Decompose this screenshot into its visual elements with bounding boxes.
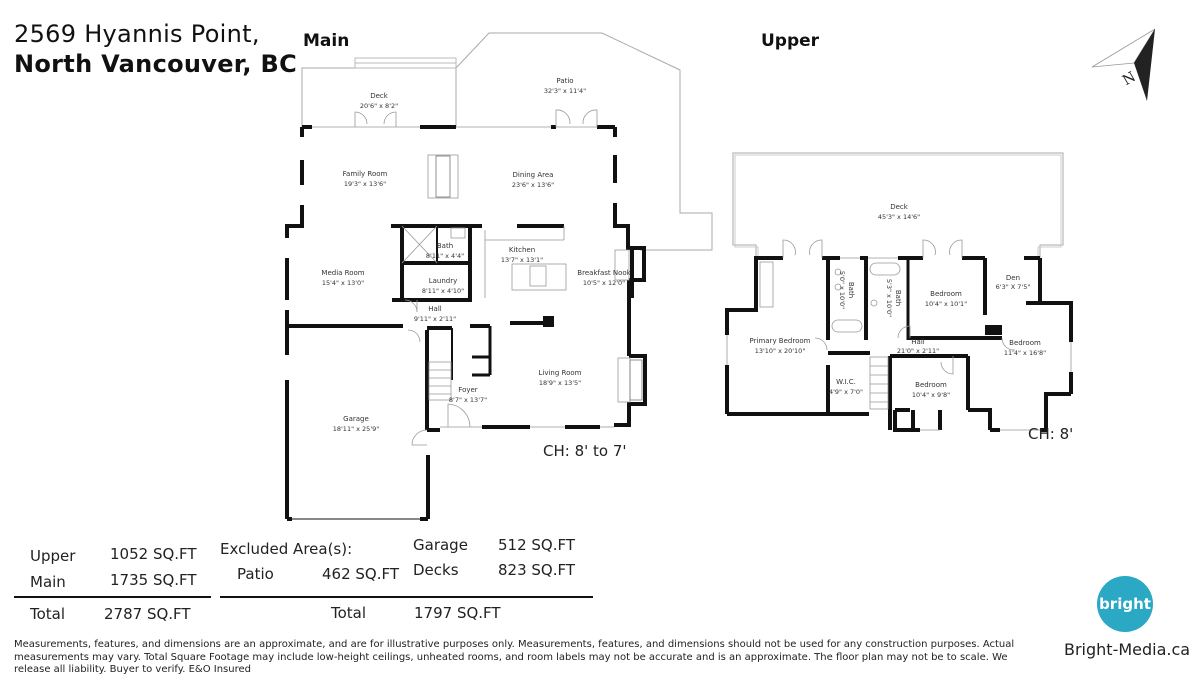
room-dim: 8'11" x 4'4"	[426, 252, 464, 260]
room-dim: 8'7" x 13'7"	[449, 396, 487, 404]
room-name: Bedroom	[915, 381, 947, 389]
main-floor-label: Main	[303, 31, 350, 51]
finished-value-main: 1735 SQ.FT	[110, 571, 197, 589]
brand-url: Bright-Media.ca	[1064, 640, 1191, 659]
excluded-label-patio: Patio	[237, 565, 274, 583]
upper-ceiling-height: CH: 8'	[1028, 425, 1074, 443]
upper-room-labels: Deck 45'3" x 14'6" Bath 5'0" x 10'0" Bat…	[750, 203, 1047, 399]
room-name: Garage	[343, 415, 369, 423]
room-dim: 18'11" x 25'9"	[333, 425, 379, 433]
brand-logo: bright	[1097, 576, 1153, 632]
room-dim: 20'6" x 8'2"	[360, 102, 398, 110]
excluded-heading: Excluded Area(s):	[220, 540, 353, 558]
divider	[220, 596, 593, 598]
finished-value-upper: 1052 SQ.FT	[110, 545, 197, 563]
brand-logo-text: bright	[1099, 595, 1151, 613]
room-name: Patio	[556, 77, 573, 85]
room-dim: 4'9" x 7'0"	[829, 388, 863, 396]
excluded-value-patio: 462 SQ.FT	[322, 565, 400, 583]
room-dim: 13'7" x 13'1"	[501, 256, 543, 264]
excluded-label-decks: Decks	[413, 561, 459, 579]
room-dim: 5'0" x 10'0"	[838, 271, 846, 309]
room-dim: 18'9" x 13'5"	[539, 379, 581, 387]
room-name: Hall	[911, 338, 924, 346]
compass-label: N	[1120, 69, 1139, 89]
excluded-value-decks: 823 SQ.FT	[498, 561, 576, 579]
room-name: Bath	[894, 290, 902, 306]
main-room-labels: Deck 20'6" x 8'2" Patio 32'3" x 11'4" Fa…	[321, 77, 631, 433]
main-floor-fixtures	[292, 109, 643, 520]
room-name: Bedroom	[930, 290, 962, 298]
room-dim: 45'3" x 14'6"	[878, 213, 920, 221]
room-dim: 6'3" X 7'5"	[996, 283, 1031, 291]
disclaimer-text: Measurements, features, and dimensions a…	[14, 639, 1015, 675]
room-name: Den	[1006, 274, 1020, 282]
room-name: Media Room	[321, 269, 364, 277]
north-arrow-icon: N	[1091, 28, 1156, 101]
excluded-value-garage: 512 SQ.FT	[498, 536, 576, 554]
room-dim: 13'10" x 20'10"	[755, 347, 806, 355]
finished-total-value: 2787 SQ.FT	[104, 605, 191, 623]
excluded-total-label: Total	[331, 604, 367, 622]
room-name: Foyer	[458, 386, 478, 394]
room-name: Breakfast Nook	[577, 269, 631, 277]
upper-floor-label: Upper	[761, 31, 820, 51]
finished-label-upper: Upper	[30, 547, 76, 565]
room-dim: 11'4" x 16'8"	[1004, 349, 1046, 357]
room-name: Primary Bedroom	[750, 337, 811, 345]
room-dim: 10'4" x 9'8"	[912, 391, 950, 399]
room-dim: 21'0" x 2'11"	[897, 347, 939, 355]
room-name: Hall	[428, 305, 441, 313]
upper-floor-plan	[732, 152, 1064, 258]
main-ceiling-height: CH: 8' to 7'	[543, 442, 627, 460]
room-dim: 23'6" x 13'6"	[512, 181, 554, 189]
finished-total-label: Total	[30, 605, 66, 623]
excluded-label-garage: Garage	[413, 536, 468, 554]
room-name: Kitchen	[509, 246, 535, 254]
room-name: Family Room	[343, 170, 388, 178]
upper-floor-fixtures	[726, 239, 1072, 431]
room-dim: 9'11" x 2'11"	[414, 315, 456, 323]
room-dim: 10'5" x 12'0"	[583, 279, 625, 287]
room-name: Bath	[847, 282, 855, 298]
room-dim: 5'3" x 10'0"	[885, 279, 893, 317]
room-name: Living Room	[539, 369, 582, 377]
room-dim: 10'4" x 10'1"	[925, 300, 967, 308]
room-name: Deck	[890, 203, 909, 211]
room-dim: 15'4" x 13'0"	[322, 279, 364, 287]
room-name: Bath	[437, 242, 453, 250]
room-name: Deck	[370, 92, 389, 100]
address-line-1: 2569 Hyannis Point,	[14, 20, 260, 48]
main-floor-plan	[301, 32, 713, 251]
room-name: W.I.C.	[836, 378, 856, 386]
excluded-total-value: 1797 SQ.FT	[414, 604, 501, 622]
divider	[14, 596, 211, 598]
room-dim: 8'11" x 4'10"	[422, 287, 464, 295]
room-name: Laundry	[429, 277, 458, 285]
finished-label-main: Main	[30, 573, 66, 591]
upper-floor-walls	[725, 256, 1073, 432]
room-dim: 19'3" x 13'6"	[344, 180, 386, 188]
address-line-2: North Vancouver, BC	[14, 50, 297, 78]
room-name: Dining Area	[513, 171, 554, 179]
room-name: Bedroom	[1009, 339, 1041, 347]
room-dim: 32'3" x 11'4"	[544, 87, 586, 95]
main-floor-walls	[285, 125, 647, 521]
